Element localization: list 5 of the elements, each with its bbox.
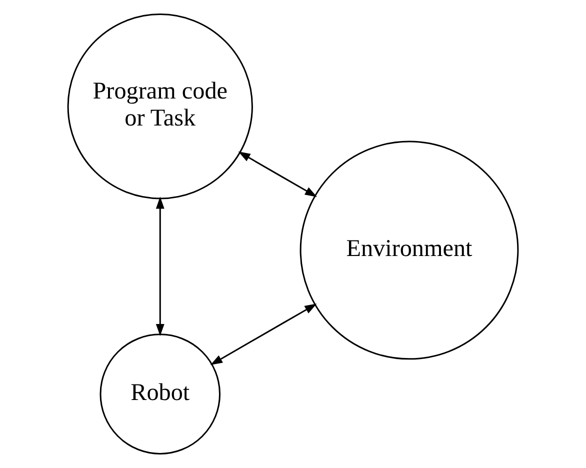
arrow	[238, 151, 318, 197]
node-circle: Robot	[100, 334, 221, 454]
arrow	[210, 304, 317, 366]
node-circle: Environment	[300, 140, 519, 360]
arrow	[156, 196, 164, 336]
